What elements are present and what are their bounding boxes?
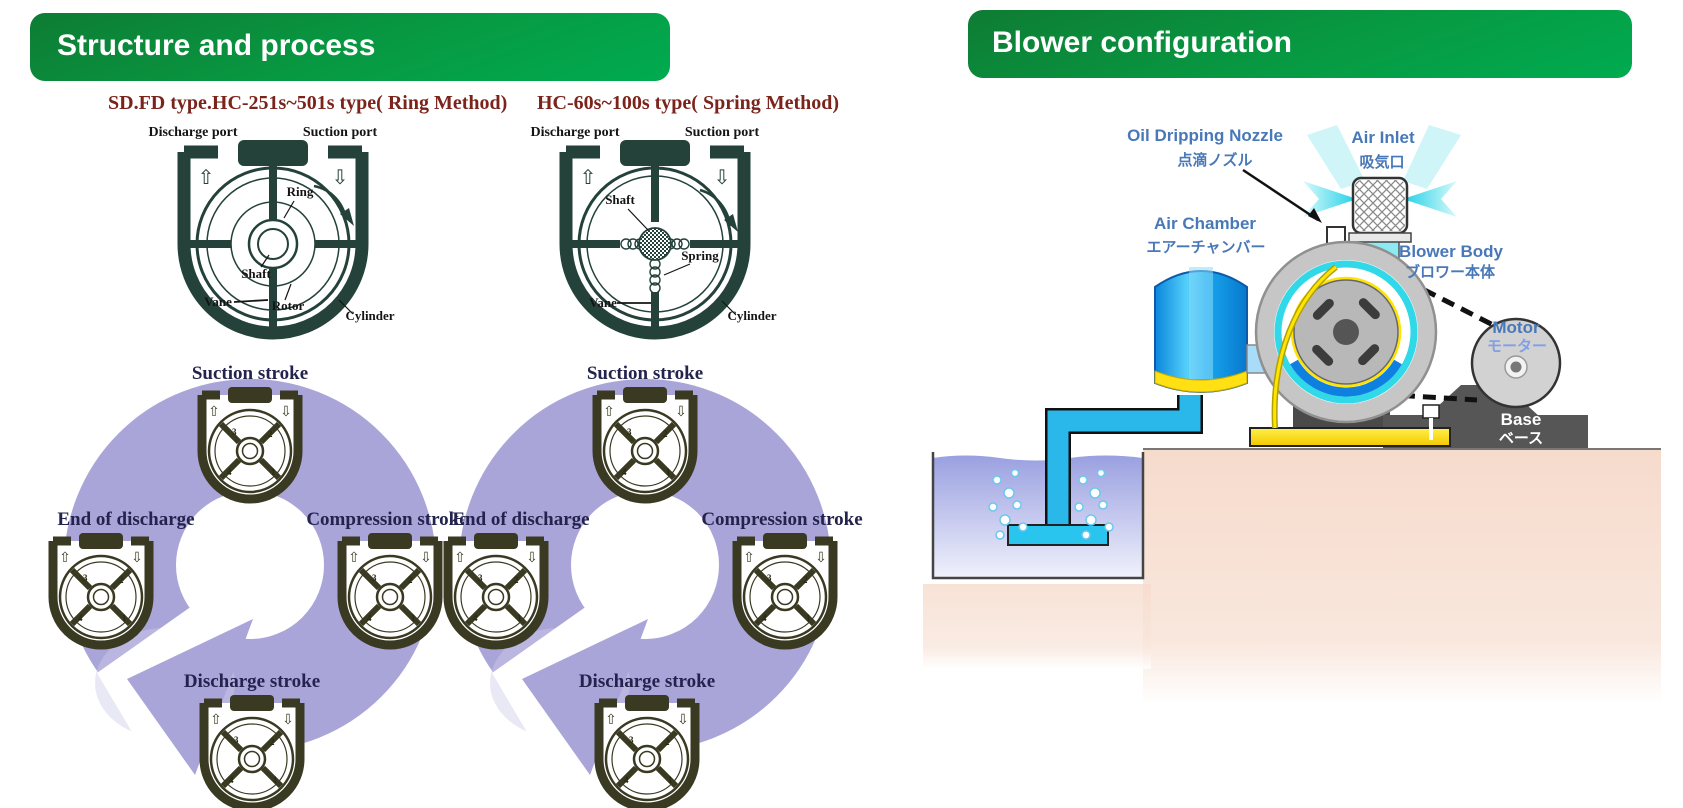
discharge-arrow-icon: ⇧ <box>580 167 597 189</box>
blower-configuration-banner: Blower configuration <box>968 10 1632 78</box>
suction-stroke-label: Suction stroke <box>587 363 703 384</box>
motor-label-en: Motor <box>1492 318 1540 337</box>
blower-configuration-diagram: Oil Dripping Nozzle 点滴ノズル Air Inlet 吸気口 … <box>923 125 1661 704</box>
cycle-arrowhead <box>127 619 253 775</box>
discharge-arrow-icon: ⇧ <box>198 167 215 189</box>
ring-method-title: SD.FD type.HC-251s~501s type( Ring Metho… <box>108 92 508 114</box>
discharge-port-label: Discharge port <box>530 125 619 140</box>
vane-label: Vane <box>204 294 232 309</box>
drain-fitting <box>1422 404 1440 419</box>
rotor-vanes <box>1312 298 1380 366</box>
spring-cycle-diagram: Suction stroke Compression stroke Discha… <box>440 363 863 808</box>
drive-belt <box>1359 277 1499 403</box>
suction-stroke-label: Suction stroke <box>192 363 308 384</box>
spring-method-cross-section: Discharge port Suction port ⇧ ⇩ Shaft Sp… <box>530 125 777 340</box>
vane-label: Vane <box>589 295 617 310</box>
ground <box>1143 449 1661 704</box>
bubbles <box>988 468 1114 540</box>
cylinder-label: Cylinder <box>345 308 394 323</box>
water <box>933 455 1143 578</box>
base-label-jp: ベース <box>1499 430 1543 447</box>
spring-method-title: HC-60s~100s type( Spring Method) <box>537 92 840 114</box>
air-chamber-tank <box>1154 267 1248 393</box>
discharge-stroke-label: Discharge stroke <box>184 671 320 692</box>
suction-port-label: Suction port <box>303 125 378 140</box>
oil-line <box>1273 265 1337 429</box>
rotor-label: Rotor <box>272 298 305 313</box>
air-pipe <box>1047 395 1201 535</box>
compression-stroke-label: Compression stroke <box>306 509 467 530</box>
cylinder-label: Cylinder <box>727 308 776 323</box>
air-chamber-label-jp: エアーチャンバー <box>1147 239 1266 256</box>
shaft-label: Shaft <box>605 192 635 207</box>
air-inlet-label-en: Air Inlet <box>1351 128 1415 147</box>
inlet-arrow-right <box>1403 181 1457 217</box>
blower-body-label-jp: ブロワー本体 <box>1405 263 1496 281</box>
discharge-silencer <box>1249 427 1451 447</box>
inlet-arrow-left <box>1303 181 1357 217</box>
motor <box>1470 317 1562 409</box>
suction-arrow-icon: ⇩ <box>714 167 731 189</box>
compression-stroke-label: Compression stroke <box>701 509 862 530</box>
motor-label-jp: モーター <box>1487 338 1547 355</box>
oil-nozzle-label-jp: 点滴ノズル <box>1177 151 1252 169</box>
air-chamber-label-en: Air Chamber <box>1154 214 1256 233</box>
base-label-en: Base <box>1501 410 1542 429</box>
end-of-discharge-label: End of discharge <box>57 509 194 530</box>
oil-nozzle-label-en: Oil Dripping Nozzle <box>1127 126 1283 145</box>
air-inlet-label-jp: 吸気口 <box>1359 153 1404 171</box>
structure-process-banner: Structure and process <box>30 13 670 81</box>
cycle-arrowhead <box>522 619 648 775</box>
blower-body-label-en: Blower Body <box>1399 242 1503 261</box>
suction-port-label: Suction port <box>685 125 760 140</box>
suction-arrow-icon: ⇩ <box>332 167 349 189</box>
end-of-discharge-label: End of discharge <box>452 509 589 530</box>
oil-nozzle-pointer <box>1242 168 1319 222</box>
ring-cycle-diagram: Suction stroke Compression stroke Discha… <box>45 363 468 808</box>
diffuser <box>1007 524 1109 546</box>
shaft-label: Shaft <box>241 266 271 281</box>
ring-label: Ring <box>287 184 314 199</box>
discharge-port-label: Discharge port <box>148 125 237 140</box>
discharge-stroke-label: Discharge stroke <box>579 671 715 692</box>
ring-method-cross-section: Discharge port Suction port ⇧ ⇩ Ring Sha… <box>148 125 395 340</box>
inlet-filter <box>1348 176 1412 243</box>
spring-label: Spring <box>681 248 719 263</box>
